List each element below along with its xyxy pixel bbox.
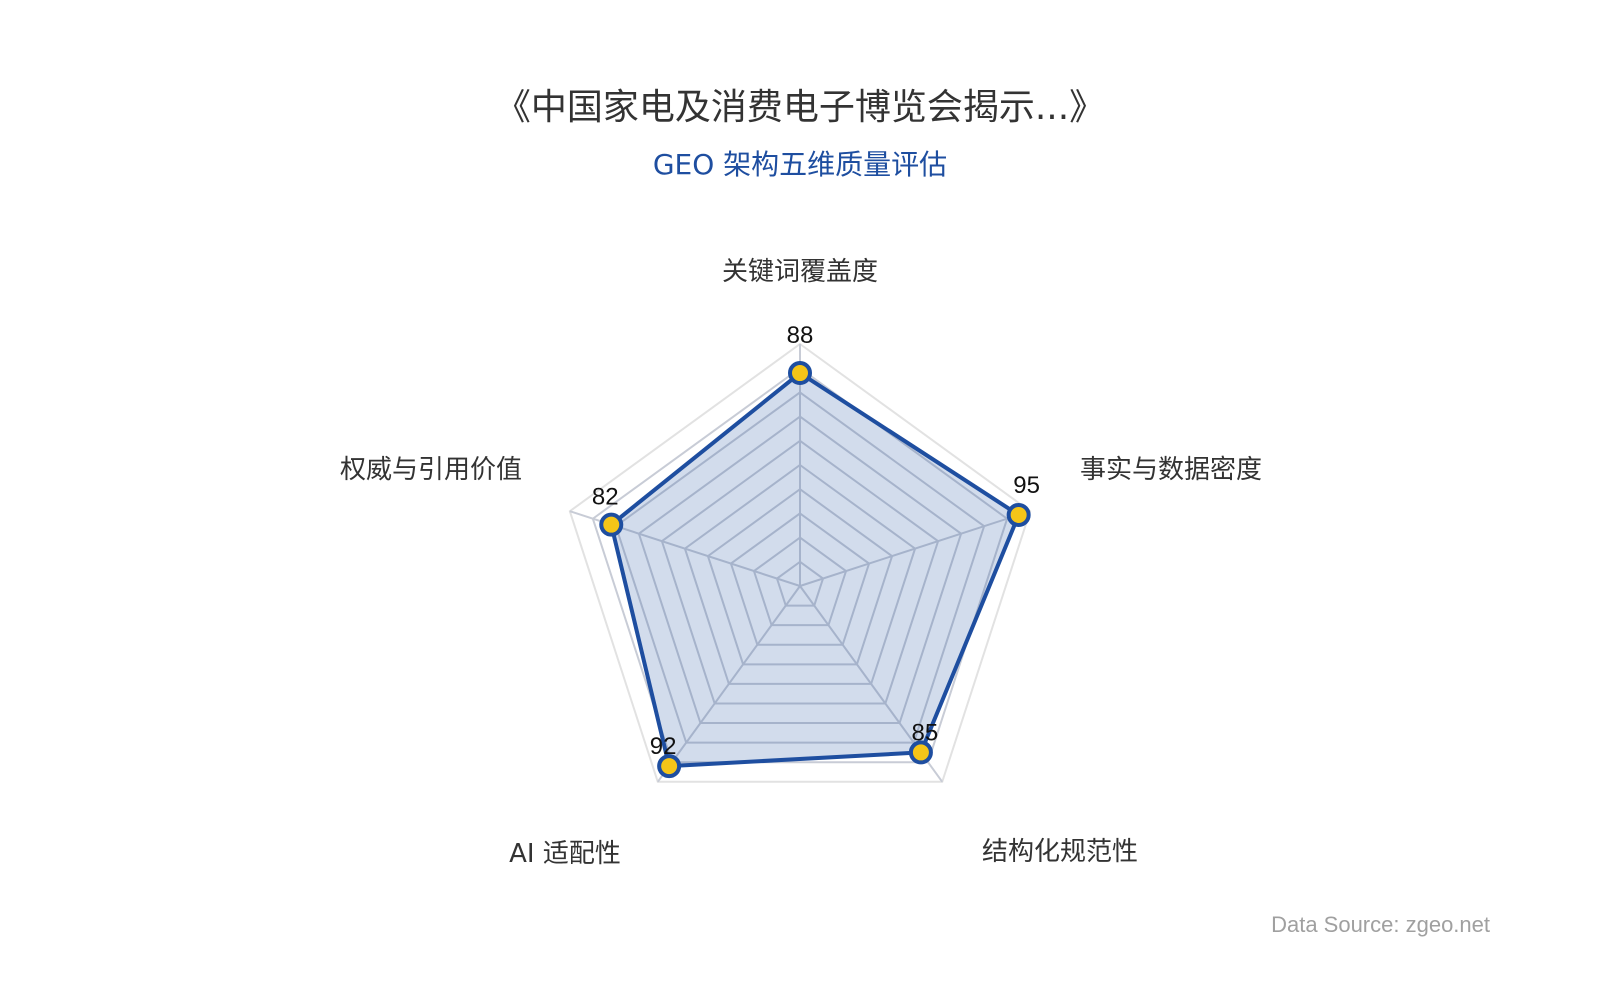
axis-label: 权威与引用价值 [340, 455, 522, 485]
data-source-note: Data Source: zgeo.net [1271, 912, 1490, 937]
data-point-marker[interactable] [599, 512, 624, 537]
value-label: 88 [787, 322, 814, 349]
chart-subtitle: GEO 架构五维质量评估 [652, 148, 948, 181]
value-labels: 88 95 85 92 82 [592, 322, 1040, 760]
value-label: 82 [592, 484, 619, 511]
grid-ring [660, 439, 940, 705]
axis-label: 事实与数据密度 [1080, 455, 1262, 485]
grid-ring [729, 512, 871, 646]
radar-grid [568, 342, 1032, 783]
axis-label: AI 适配性 [509, 839, 621, 869]
grid-ring [683, 463, 917, 685]
grid-ring [614, 391, 986, 744]
grid-ring [775, 560, 825, 607]
data-point-marker[interactable] [1006, 502, 1031, 527]
value-label: 85 [912, 719, 939, 746]
grid-ring [706, 487, 894, 666]
data-point-marker[interactable] [788, 361, 812, 386]
grid-ring [637, 415, 963, 725]
axis-line [799, 510, 1031, 587]
data-markers [599, 361, 1031, 779]
value-label: 92 [650, 733, 677, 760]
chart-title: 《中国家电及消费电子博览会揭示...》 [494, 87, 1106, 128]
data-point-marker[interactable] [657, 754, 682, 779]
axis-label: 结构化规范性 [982, 837, 1138, 867]
axis-label: 关键词覆盖度 [722, 257, 878, 287]
data-point-marker[interactable] [908, 740, 933, 765]
grid-ring [568, 342, 1032, 783]
data-area [609, 371, 1021, 769]
value-label: 95 [1013, 472, 1040, 499]
grid-ring [591, 366, 1009, 764]
grid-ring [752, 536, 848, 627]
axis-line [656, 585, 801, 783]
